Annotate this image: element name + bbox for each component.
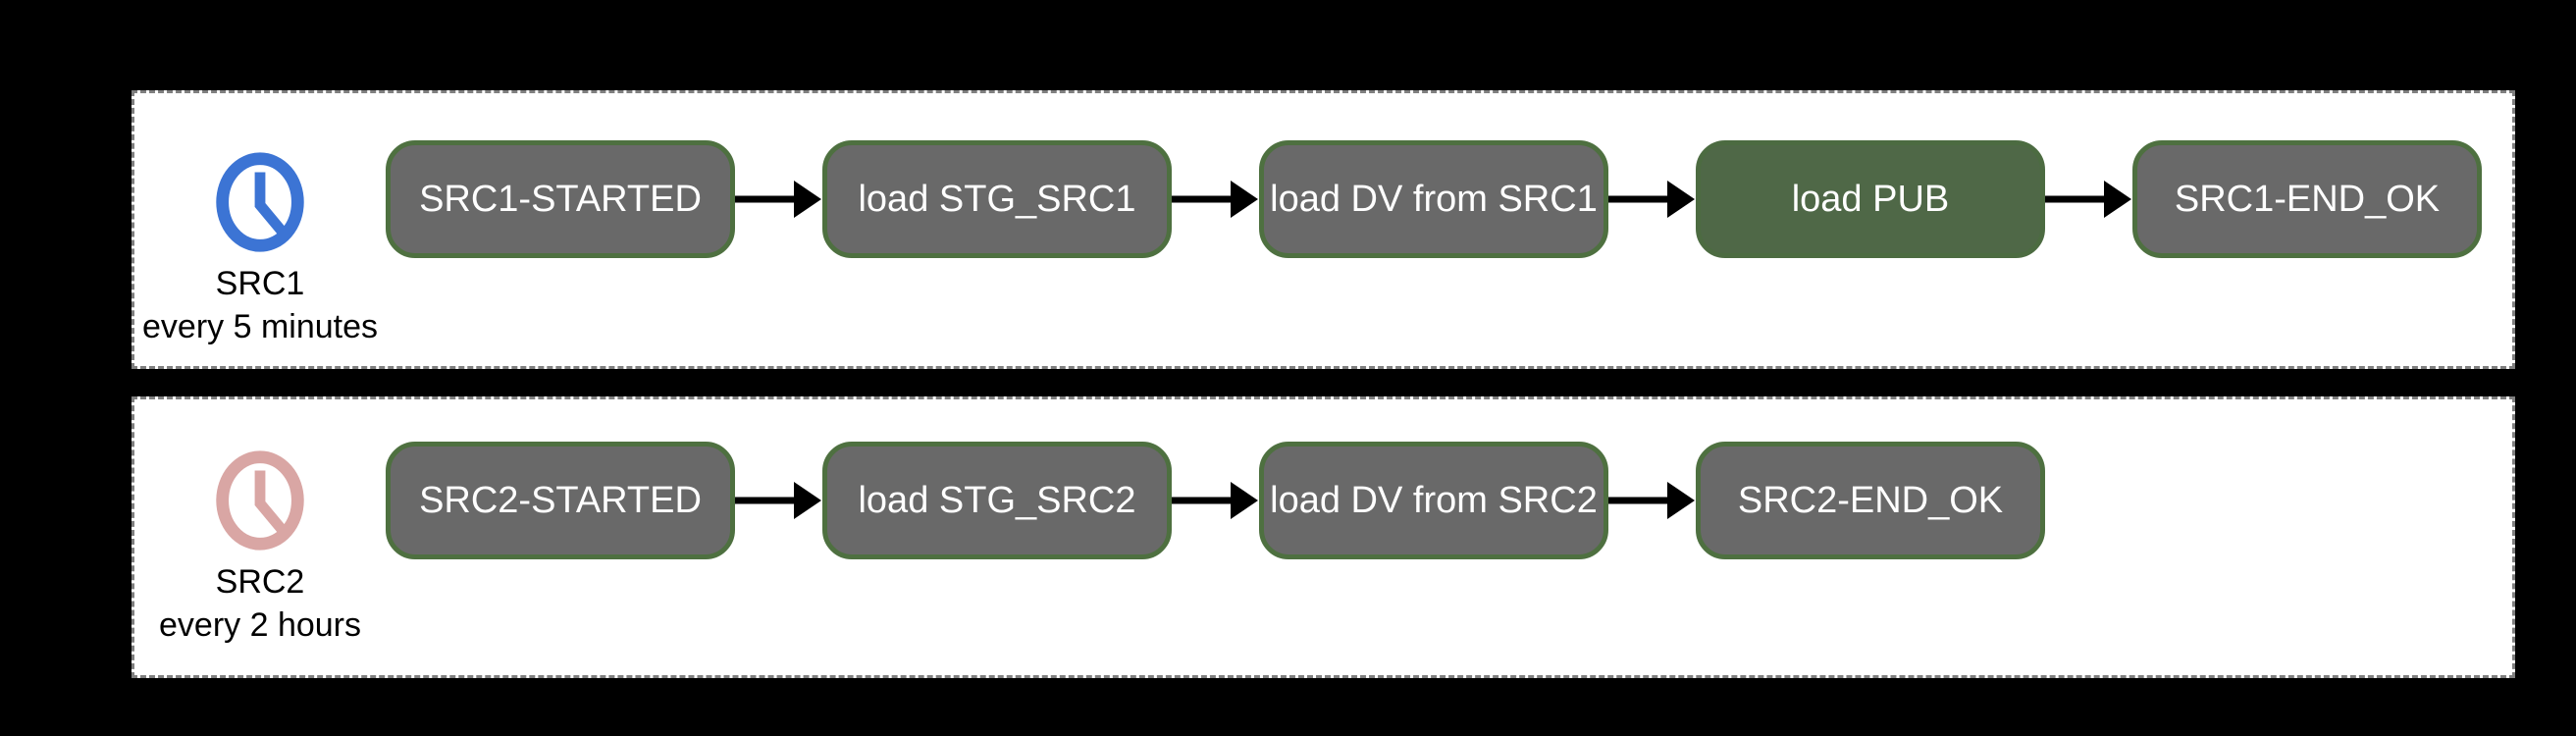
step-node: load STG_SRC2 (822, 442, 1172, 559)
step-node: SRC1-STARTED (386, 140, 735, 258)
scheduler-frequency: every 5 minutes (142, 308, 378, 345)
step-node: load DV from SRC2 (1259, 442, 1608, 559)
pipeline-panel-src2: SRC2 every 2 hours SRC2-STARTED load STG… (131, 396, 2515, 678)
flow-src1: SRC1-STARTED load STG_SRC1 load DV from … (386, 140, 2482, 258)
step-node-highlighted: load PUB (1696, 140, 2045, 258)
scheduler-src1: SRC1 every 5 minutes (134, 93, 386, 366)
clock-icon (216, 152, 304, 252)
arrow-right-icon (1172, 181, 1258, 218)
arrow-right-icon (735, 482, 821, 519)
clock-icon (216, 450, 304, 551)
step-node: SRC2-END_OK (1696, 442, 2045, 559)
scheduler-frequency: every 2 hours (159, 606, 361, 644)
scheduler-name: SRC2 (215, 563, 305, 601)
step-node: load DV from SRC1 (1259, 140, 1608, 258)
arrow-right-icon (1172, 482, 1258, 519)
arrow-right-icon (2045, 181, 2131, 218)
arrow-right-icon (1608, 482, 1695, 519)
step-node: load STG_SRC1 (822, 140, 1172, 258)
step-node: SRC1-END_OK (2132, 140, 2482, 258)
scheduler-src2: SRC2 every 2 hours (134, 399, 386, 675)
arrow-right-icon (1608, 181, 1695, 218)
pipeline-panel-src1: SRC1 every 5 minutes SRC1-STARTED load S… (131, 90, 2515, 369)
arrow-right-icon (735, 181, 821, 218)
scheduler-name: SRC1 (215, 265, 305, 302)
flow-src2: SRC2-STARTED load STG_SRC2 load DV from … (386, 442, 2045, 559)
step-node: SRC2-STARTED (386, 442, 735, 559)
